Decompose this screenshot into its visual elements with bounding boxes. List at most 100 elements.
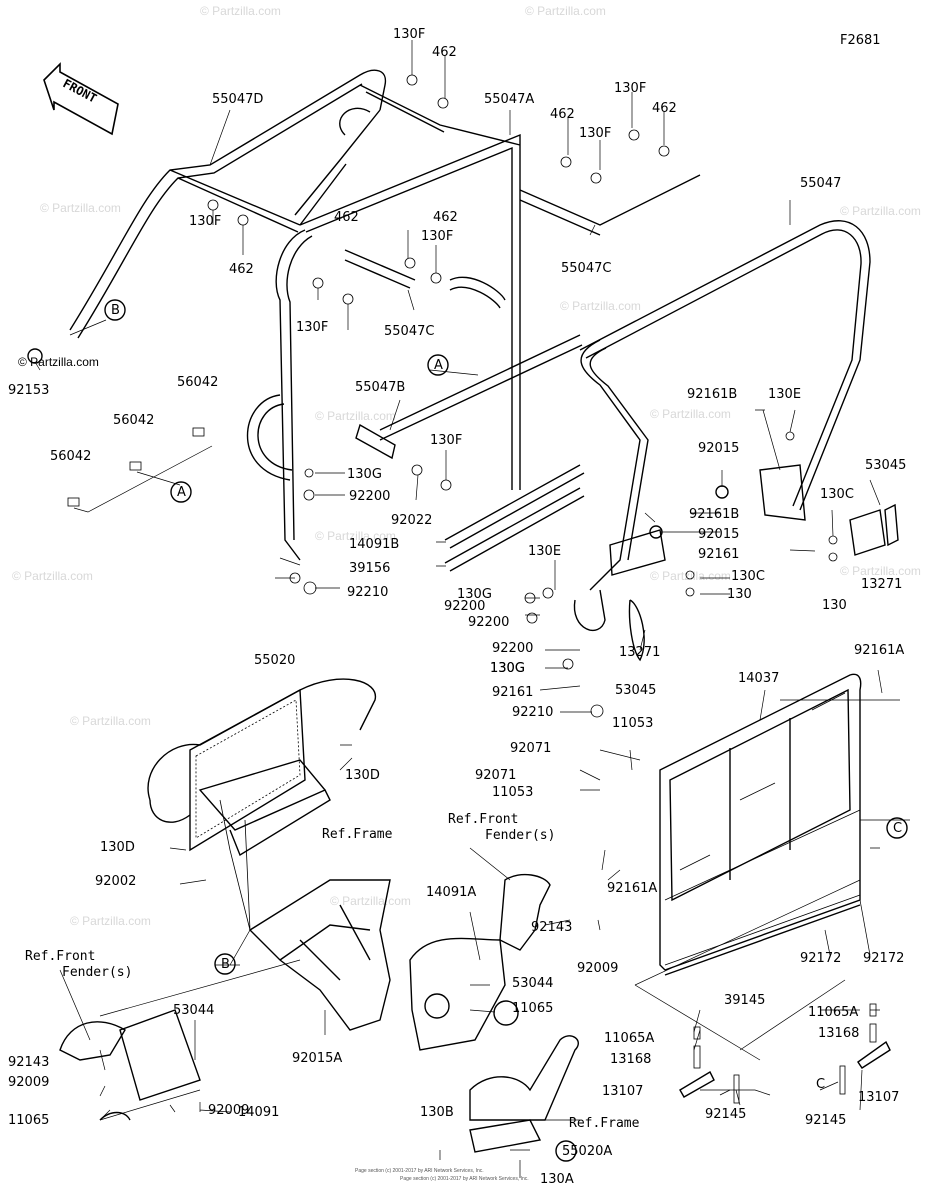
part-number-label[interactable]: 92161 — [492, 685, 533, 700]
part-number-label[interactable]: 462 — [652, 101, 677, 116]
part-number-label[interactable]: 14037 — [738, 671, 779, 686]
part-number-label[interactable]: 55047 — [800, 176, 841, 191]
part-number-label[interactable]: 462 — [334, 210, 359, 225]
part-number-label[interactable]: 92172 — [800, 951, 841, 966]
part-number-label[interactable]: 92200 — [444, 599, 485, 614]
part-number-label[interactable]: 130E — [768, 387, 801, 402]
part-number-label[interactable]: 13271 — [619, 645, 660, 660]
part-number-label[interactable]: 13168 — [610, 1052, 651, 1067]
part-number-label[interactable]: 130F — [393, 27, 425, 42]
part-number-label[interactable]: 130G — [457, 587, 492, 602]
part-number-label[interactable]: 462 — [433, 210, 458, 225]
part-number-label[interactable]: C — [816, 1077, 825, 1092]
part-number-label[interactable]: 55047C — [561, 261, 611, 276]
part-number-label[interactable]: 92022 — [391, 513, 432, 528]
part-number-label[interactable]: 92009 — [577, 961, 618, 976]
part-number-label[interactable]: 462 — [229, 262, 254, 277]
part-number-label[interactable]: 130F — [614, 81, 646, 96]
part-number-label[interactable]: 55047B — [355, 380, 405, 395]
part-number-label[interactable]: A — [177, 485, 186, 500]
part-number-label[interactable]: 92161A — [607, 881, 657, 896]
part-number-label[interactable]: 462 — [550, 107, 575, 122]
part-number-label[interactable]: 92002 — [95, 874, 136, 889]
part-number-label[interactable]: 130C — [820, 487, 854, 502]
part-number-label[interactable]: 92015A — [292, 1051, 342, 1066]
part-number-label[interactable]: 14091 — [238, 1105, 279, 1120]
part-number-label[interactable]: 130E — [528, 544, 561, 559]
label-stickers — [67, 427, 213, 513]
part-number-label[interactable]: 92161 — [698, 547, 739, 562]
part-number-label[interactable]: 130F — [296, 320, 328, 335]
part-number-label[interactable]: 130B — [420, 1105, 454, 1120]
part-number-label[interactable]: 130 — [822, 598, 847, 613]
part-number-label[interactable]: 53045 — [615, 683, 656, 698]
part-number-label[interactable]: 92009 — [208, 1103, 249, 1118]
part-number-label[interactable]: 92071 — [510, 741, 551, 756]
part-number-label[interactable]: 130D — [345, 768, 380, 783]
part-number-label[interactable]: 39156 — [349, 561, 390, 576]
part-number-label[interactable]: 92210 — [512, 705, 553, 720]
part-number-label[interactable]: 92161B — [689, 507, 739, 522]
part-number-label[interactable]: 55047C — [384, 324, 434, 339]
part-number-label[interactable]: 55020A — [562, 1144, 612, 1159]
part-number-label[interactable]: 14091A — [426, 885, 476, 900]
part-number-label[interactable]: 56042 — [113, 413, 154, 428]
part-number-label[interactable]: 92200 — [468, 615, 509, 630]
part-number-label[interactable]: 92143 — [531, 920, 572, 935]
part-number-label[interactable]: 130 — [727, 587, 752, 602]
part-number-label[interactable]: 92172 — [863, 951, 904, 966]
part-number-label[interactable]: 53044 — [173, 1003, 214, 1018]
watermark-text: © Partzilla.com — [650, 407, 731, 421]
part-number-label[interactable]: C — [893, 821, 902, 836]
part-number-label[interactable]: 130F — [579, 126, 611, 141]
part-number-label[interactable]: 92200 — [492, 641, 533, 656]
part-number-label[interactable]: 92015 — [698, 527, 739, 542]
part-number-label[interactable]: 92153 — [8, 383, 49, 398]
part-number-label[interactable]: 39145 — [724, 993, 765, 1008]
part-number-label[interactable]: 11053 — [492, 785, 533, 800]
part-number-label[interactable]: 53045 — [865, 458, 906, 473]
part-number-label[interactable]: 14091B — [349, 537, 399, 552]
part-number-label[interactable]: 55047A — [484, 92, 534, 107]
part-number-label[interactable]: 462 — [432, 45, 457, 60]
part-number-label[interactable]: 130F — [430, 433, 462, 448]
part-number-label[interactable]: 130G — [490, 661, 525, 676]
part-number-label[interactable]: 56042 — [177, 375, 218, 390]
roll-cage — [69, 69, 899, 662]
part-number-label[interactable]: 92210 — [347, 585, 388, 600]
part-number-label[interactable]: 56042 — [50, 449, 91, 464]
part-number-label[interactable]: 13107 — [858, 1090, 899, 1105]
part-number-label[interactable]: 130F — [421, 229, 453, 244]
part-number-label[interactable]: 130C — [731, 569, 765, 584]
part-number-label[interactable]: 92161A — [854, 643, 904, 658]
part-number-label[interactable]: 11065 — [512, 1001, 553, 1016]
part-number-label[interactable]: 13107 — [602, 1084, 643, 1099]
part-number-label[interactable]: 130G — [347, 467, 382, 482]
part-number-label[interactable]: 92145 — [805, 1113, 846, 1128]
part-number-label[interactable]: 13271 — [861, 577, 902, 592]
part-number-label[interactable]: 92200 — [349, 489, 390, 504]
part-number-label[interactable]: 92145 — [705, 1107, 746, 1122]
part-number-label[interactable]: A — [434, 358, 443, 373]
figure-code: F2681 — [840, 33, 881, 48]
part-number-label[interactable]: 11065 — [8, 1113, 49, 1128]
part-number-label[interactable]: B — [221, 957, 230, 972]
part-number-label[interactable]: 92161B — [687, 387, 737, 402]
part-number-label[interactable]: 92015 — [698, 441, 739, 456]
part-number-label[interactable]: 130G — [490, 661, 525, 676]
part-number-label[interactable]: 130D — [100, 840, 135, 855]
part-number-label[interactable]: 92143 — [8, 1055, 49, 1070]
part-number-label[interactable]: 13168 — [818, 1026, 859, 1041]
part-number-label[interactable]: 55047D — [212, 92, 263, 107]
part-number-label[interactable]: 11065A — [808, 1005, 858, 1020]
callout-circle — [170, 481, 192, 503]
part-number-label[interactable]: B — [111, 303, 120, 318]
part-number-label[interactable]: 55020 — [254, 653, 295, 668]
part-number-label[interactable]: 130A — [540, 1172, 574, 1187]
part-number-label[interactable]: 11065A — [604, 1031, 654, 1046]
part-number-label[interactable]: 130F — [189, 214, 221, 229]
part-number-label[interactable]: 92009 — [8, 1075, 49, 1090]
part-number-label[interactable]: 92071 — [475, 768, 516, 783]
part-number-label[interactable]: 11053 — [612, 716, 653, 731]
part-number-label[interactable]: 53044 — [512, 976, 553, 991]
